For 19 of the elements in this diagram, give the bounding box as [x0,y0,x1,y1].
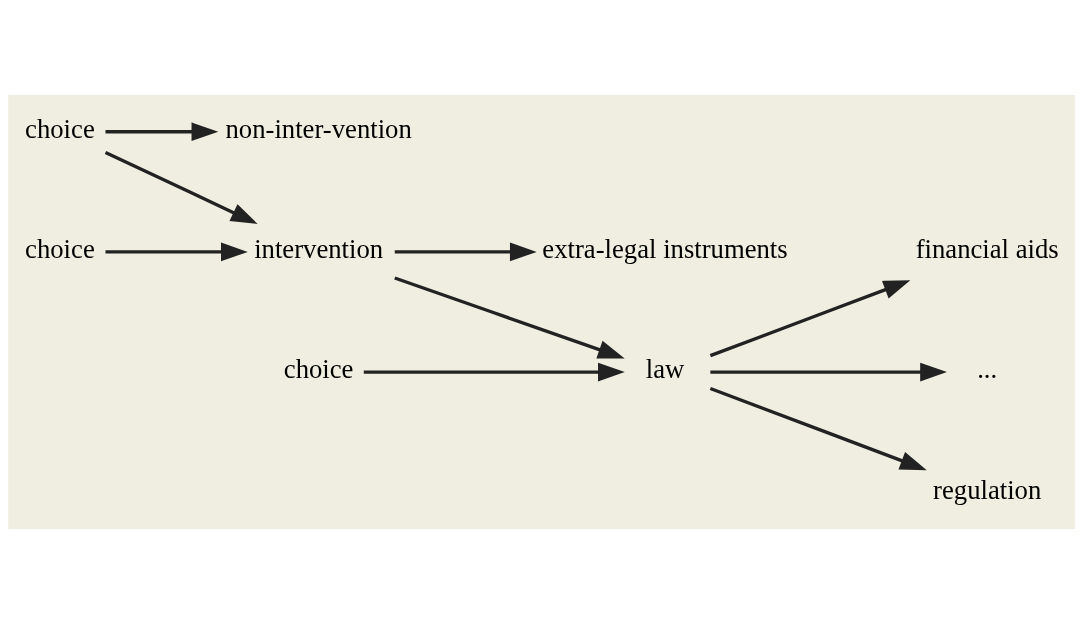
arrow [709,387,927,471]
node-text: intervention [254,234,384,265]
node-text: law [645,354,685,385]
node-text: non-inter-vention [225,114,412,145]
arrow [363,362,625,382]
arrow [394,242,537,262]
node-text: extra-legal instruments [542,234,788,265]
node-text: regulation [933,474,1042,505]
node-text: choice [25,234,95,265]
arrow [709,280,911,358]
node-text: financial aids [915,234,1059,265]
arrow [105,122,219,142]
node-text: ... [977,354,998,385]
arrow [394,276,625,359]
arrow [105,242,248,262]
arrow [104,150,258,224]
node-text: choice [283,354,354,385]
node-text: choice [25,114,95,145]
arrow [710,362,947,382]
